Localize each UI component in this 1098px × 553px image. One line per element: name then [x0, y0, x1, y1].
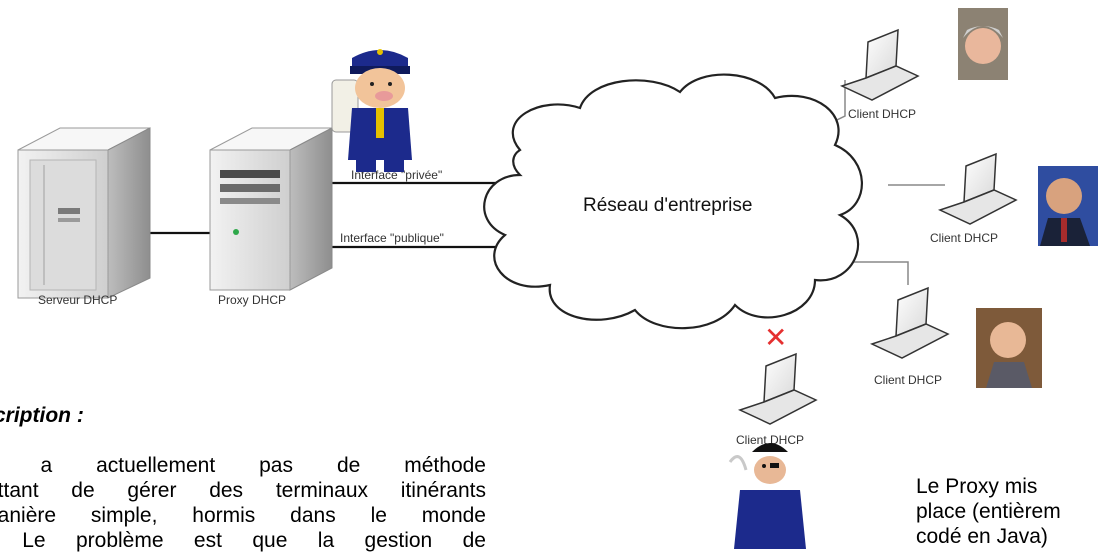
description-heading: cription :	[0, 404, 84, 427]
description-body: y a actuellement pas de méthode ettant d…	[0, 453, 486, 553]
description-line: . Le problème est que la gestion de	[0, 529, 486, 552]
proxy-note: Le Proxy mis place (entièrem codé en Jav…	[916, 474, 1098, 549]
network-links	[150, 181, 512, 249]
proxy-note-line: Le Proxy mis	[916, 475, 1038, 498]
client-laptop-1: Client DHCP	[839, 8, 1008, 121]
client-label-4: Client DHCP	[736, 433, 804, 447]
dhcp-proxy-icon	[209, 127, 333, 291]
text-panel-background	[888, 432, 1098, 549]
client-label-2: Client DHCP	[930, 231, 998, 245]
client-laptop-3: Client DHCP	[869, 286, 1042, 388]
description-line: y a actuellement pas de méthode	[0, 454, 486, 477]
laptop-icon	[937, 152, 1018, 225]
enterprise-network-cloud: Réseau d'entreprise	[483, 73, 863, 330]
client-photo-3	[976, 308, 1042, 388]
police-officer-icon	[331, 49, 412, 172]
description-line: ettant de gérer des terminaux itinérants	[0, 479, 486, 502]
dhcp-server-label: Serveur DHCP	[38, 293, 117, 307]
client-photo-1	[958, 8, 1008, 80]
proxy-note-line: place (entièrem	[916, 500, 1061, 523]
pirate-icon	[728, 443, 806, 549]
blocked-marker: ✕	[764, 321, 787, 354]
cloud-label: Réseau d'entreprise	[583, 195, 752, 216]
client-label-3: Client DHCP	[874, 373, 942, 387]
client-laptop-2: Client DHCP	[930, 152, 1098, 246]
laptop-icon	[869, 286, 950, 359]
client-photo-2	[1038, 166, 1098, 246]
client-label-1: Client DHCP	[848, 107, 916, 121]
client-laptop-4: ✕ Client DHCP	[736, 321, 818, 447]
dhcp-proxy-label: Proxy DHCP	[218, 293, 286, 307]
proxy-note-line: codé en Java)	[916, 525, 1048, 548]
public-interface-label: Interface "publique"	[340, 231, 444, 245]
laptop-icon	[839, 28, 920, 101]
blocked-x-icon: ✕	[764, 321, 787, 354]
laptop-icon	[737, 352, 818, 425]
description-line: nanière simple, hormis dans le monde	[0, 504, 486, 527]
dhcp-server-icon	[17, 127, 151, 299]
